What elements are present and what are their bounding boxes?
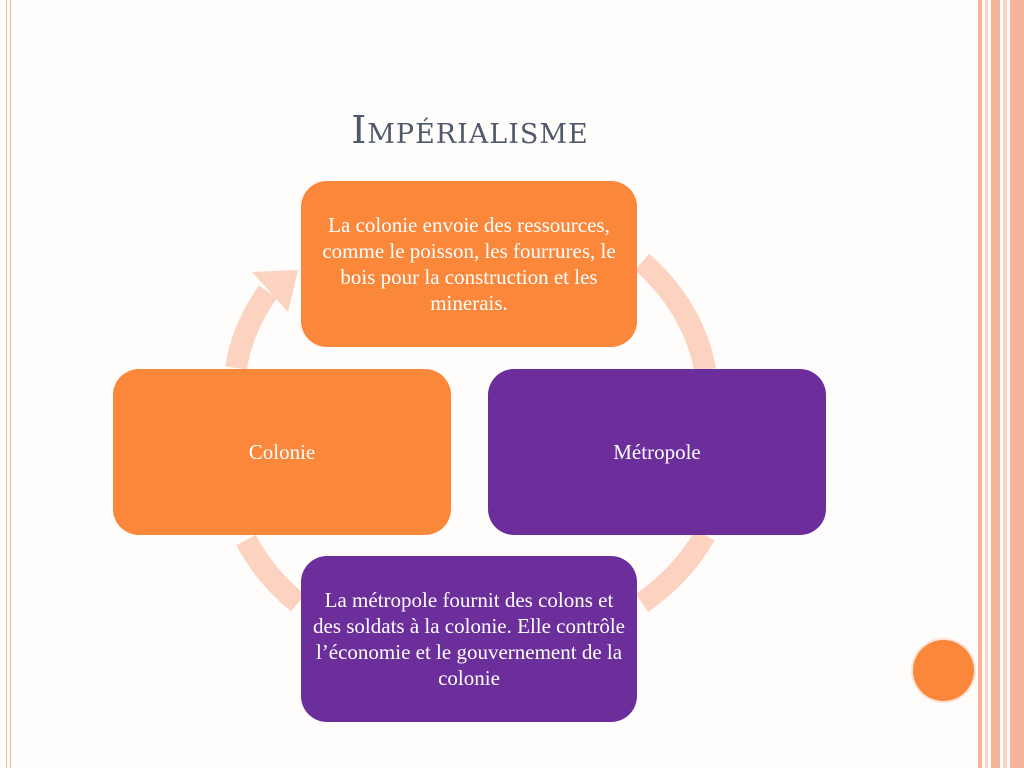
decorative-circle bbox=[913, 640, 974, 701]
cycle-node-right: Métropole bbox=[488, 369, 826, 535]
left-border-line-outer bbox=[6, 0, 7, 768]
cycle-node-left: Colonie bbox=[113, 369, 451, 535]
cycle-node-top: La colonie envoie des ressources, comme … bbox=[301, 181, 637, 347]
cycle-node-bottom: La métropole fournit des colons et des s… bbox=[301, 556, 637, 722]
right-stripe-4 bbox=[1003, 0, 1007, 768]
right-stripe-5 bbox=[1010, 0, 1024, 768]
cycle-node-top-text: La colonie envoie des ressources, comme … bbox=[322, 213, 616, 315]
slide-title: Impérialisme bbox=[351, 108, 589, 152]
right-stripe-1 bbox=[978, 0, 982, 768]
right-stripe-3 bbox=[991, 0, 1000, 768]
cycle-node-bottom-text: La métropole fournit des colons et des s… bbox=[313, 588, 625, 690]
cycle-arc-bottom-left bbox=[236, 534, 306, 612]
cycle-node-right-text: Métropole bbox=[613, 440, 701, 464]
cycle-node-left-text: Colonie bbox=[248, 440, 316, 464]
cycle-arc-top-left bbox=[225, 285, 278, 370]
right-stripe-2 bbox=[985, 0, 988, 768]
cycle-arrowhead-icon bbox=[252, 270, 298, 312]
cycle-arc-top-right bbox=[634, 253, 716, 373]
cycle-arc-bottom-right bbox=[635, 529, 715, 613]
left-border-line-inner bbox=[10, 0, 11, 768]
